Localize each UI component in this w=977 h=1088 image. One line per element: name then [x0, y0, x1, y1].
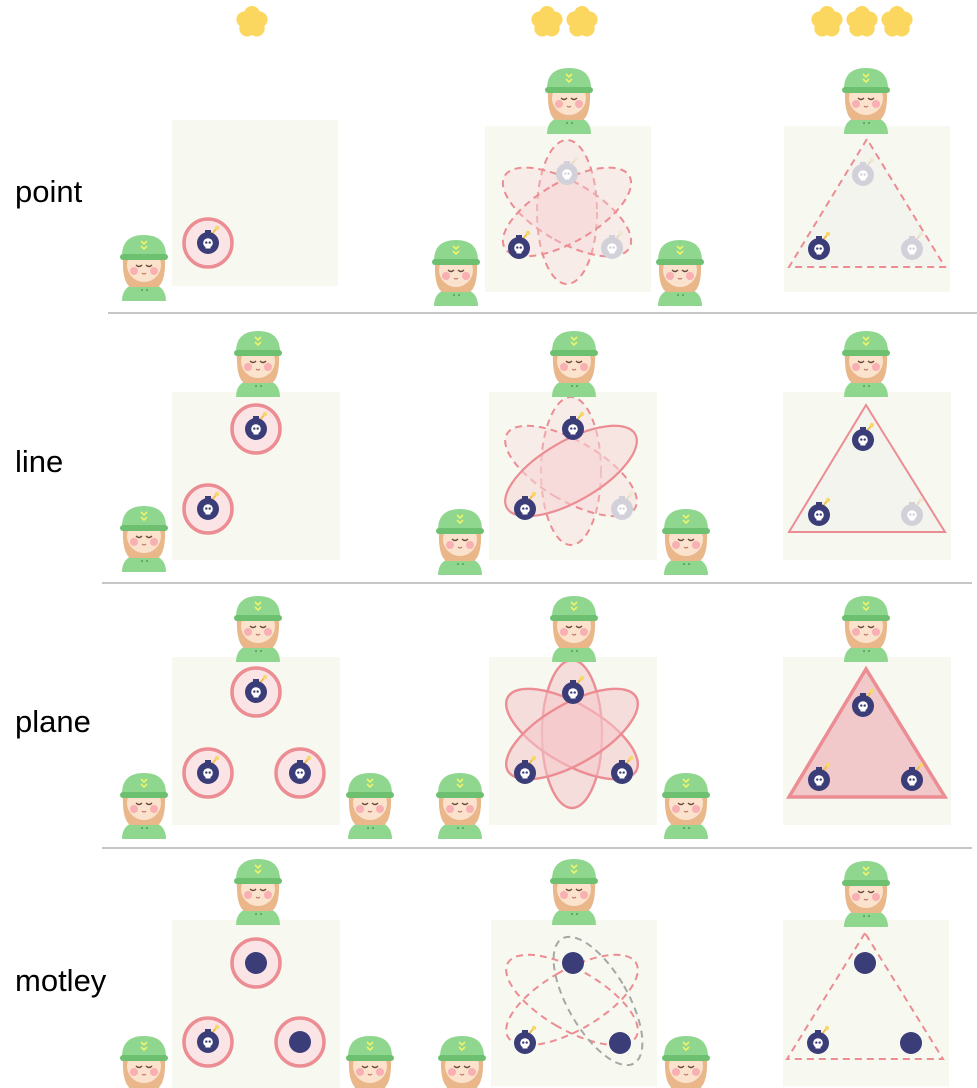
header-stars-col1: [236, 6, 268, 37]
soldier-icon: [661, 1035, 711, 1088]
panel-plane-1: [172, 657, 340, 825]
row-label-motley: motley: [15, 963, 107, 998]
panel-motley-3: [783, 920, 949, 1086]
panel-motley-2: [491, 920, 657, 1086]
soldier-icon: [841, 67, 891, 135]
target-dot: [562, 952, 584, 974]
panel-point-3: [784, 126, 950, 292]
soldier-icon: [119, 1035, 169, 1088]
row-label-line: line: [15, 444, 64, 479]
soldier-icon: [841, 595, 891, 663]
soldier-icon: [431, 239, 481, 307]
soldier-icon: [549, 330, 599, 398]
soldier-icon: [345, 1035, 395, 1088]
panel-motley-1: [172, 920, 340, 1088]
star-icon: [846, 6, 878, 37]
soldier-icon: [549, 595, 599, 663]
soldier-icon: [119, 234, 169, 302]
soldier-icon: [119, 772, 169, 840]
header-stars-col3: [811, 6, 913, 37]
soldier-icon: [435, 508, 485, 576]
soldier-icon: [655, 239, 705, 307]
soldier-icon: [345, 772, 395, 840]
target-dot: [900, 1032, 922, 1054]
panel-plane-2: [489, 657, 657, 825]
target-dot: [289, 1031, 311, 1053]
star-icon: [811, 6, 843, 37]
header-stars-col2: [531, 6, 598, 37]
soldier-icon: [233, 330, 283, 398]
target-dot: [609, 1032, 631, 1054]
soldier-icon: [841, 330, 891, 398]
soldier-icon: [544, 67, 594, 135]
row-label-point: point: [15, 174, 83, 209]
panel-line-2: [489, 392, 657, 560]
panel-plane-3: [783, 657, 951, 825]
panel-point-2: [485, 126, 651, 292]
star-icon: [236, 6, 268, 37]
soldier-icon: [437, 1035, 487, 1088]
panel-line-1: [172, 392, 340, 560]
soldier-icon: [661, 508, 711, 576]
row-label-plane: plane: [15, 704, 91, 739]
star-icon: [566, 6, 598, 37]
soldier-icon: [549, 858, 599, 926]
soldier-icon: [841, 860, 891, 928]
star-icon: [531, 6, 563, 37]
target-dot: [854, 952, 876, 974]
soldier-icon: [233, 858, 283, 926]
star-icon: [881, 6, 913, 37]
target-dot: [245, 952, 267, 974]
soldier-icon: [435, 772, 485, 840]
panel-line-3: [783, 392, 951, 560]
soldier-icon: [233, 595, 283, 663]
soldier-icon: [119, 505, 169, 573]
panel-point-1: [172, 120, 338, 286]
soldier-icon: [661, 772, 711, 840]
